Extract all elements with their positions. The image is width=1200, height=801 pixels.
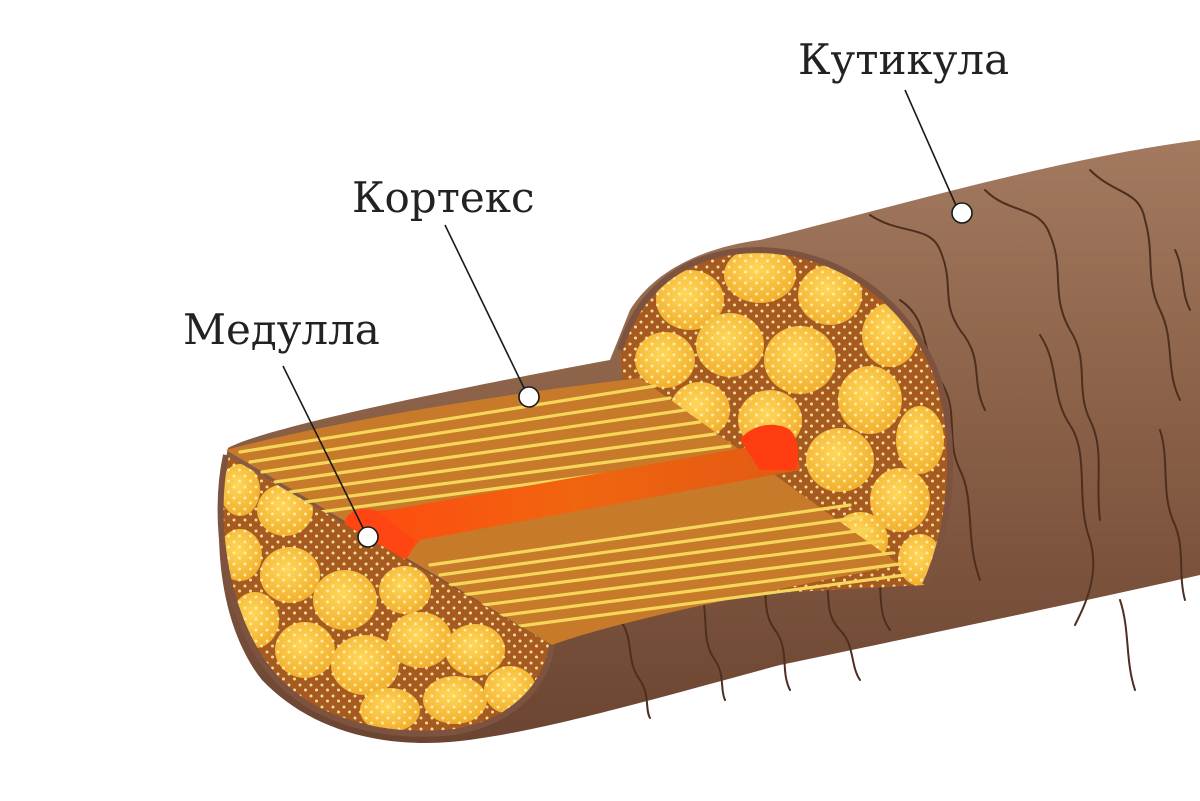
callout-medulla [282,365,379,548]
medulla-marker [357,526,379,548]
cuticle-rim-back [617,246,954,587]
medulla-channel [350,444,800,562]
callout-cuticle [904,89,973,224]
callout-cortex [444,224,540,408]
cuticle-rim-front [217,454,555,737]
label-cortex: Кортекс [352,173,535,222]
cortex-marker [518,386,540,408]
label-cuticle: Кутикула [798,35,1009,84]
cuticle-marker [951,202,973,224]
cuticle-scales [619,169,1191,719]
medulla-back-cap [740,424,799,470]
label-medulla: Медулла [183,305,380,354]
